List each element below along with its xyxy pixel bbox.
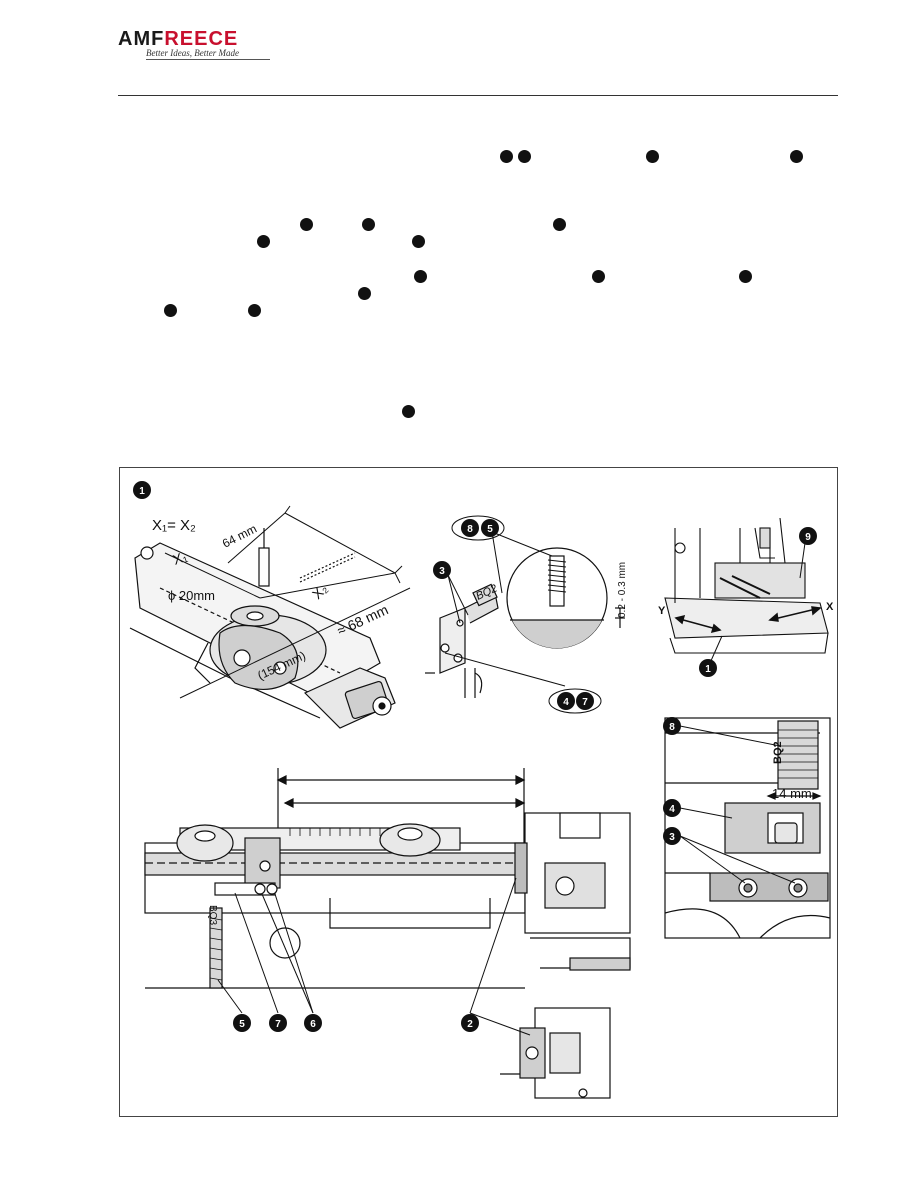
callout-4: 4 — [557, 692, 575, 710]
svg-text:7: 7 — [275, 1019, 281, 1030]
middle-right-closeup — [664, 717, 831, 939]
svg-text:6: 6 — [310, 1019, 316, 1030]
ref-dot — [518, 150, 531, 163]
ref-dot — [164, 304, 177, 317]
logo-amf: AMF — [118, 28, 165, 50]
label-phi20: ϕ 20mm — [168, 588, 215, 603]
top-left-dimensions — [164, 505, 411, 699]
ref-dot — [257, 235, 270, 248]
top-left-view — [129, 528, 396, 729]
callout-5b: 5 — [233, 1014, 251, 1032]
callout-8b: 8 — [663, 717, 681, 735]
label-axis-y: Y — [658, 605, 666, 617]
magnifier — [506, 547, 625, 649]
svg-text:8: 8 — [669, 722, 675, 733]
callout-1b: 1 — [699, 659, 717, 677]
callouts: 1 8 5 3 4 7 9 1 8 4 3 5 7 6 2 — [133, 481, 817, 1032]
label-x1-eq-x2: X₁= X₂ — [152, 517, 196, 534]
label-bq3: BQ3 — [207, 905, 218, 925]
top-right-overview — [664, 517, 829, 654]
callout-2: 2 — [461, 1014, 479, 1032]
header-rule — [118, 95, 838, 96]
technical-figure: X₁= X₂ X₁ X₂ 64 mm ϕ 20mm (154 mm) ≈ 68 … — [119, 467, 838, 1117]
axis-arrows — [674, 542, 822, 664]
callout-8: 8 — [461, 519, 479, 537]
leader-lines-mid — [444, 531, 566, 687]
leader-lines-bottom — [217, 877, 531, 1036]
svg-text:1: 1 — [139, 486, 145, 497]
callout-6: 6 — [304, 1014, 322, 1032]
ref-dot — [646, 150, 659, 163]
logo-underline — [146, 59, 270, 60]
callout-1: 1 — [133, 481, 151, 499]
svg-text:5: 5 — [239, 1019, 245, 1030]
callout-group-ellipse — [451, 515, 505, 541]
callout-4b: 4 — [663, 799, 681, 817]
svg-text:3: 3 — [439, 566, 445, 577]
svg-text:9: 9 — [805, 532, 811, 543]
svg-text:2: 2 — [467, 1019, 473, 1030]
ref-dot — [500, 150, 513, 163]
ref-dot — [362, 218, 375, 231]
ref-dot — [553, 218, 566, 231]
amf-reece-logo: AMFREECE Better Ideas, Better Made — [118, 28, 288, 60]
ref-dot — [300, 218, 313, 231]
label-bq2: BQ2 — [772, 741, 784, 764]
ref-dot — [592, 270, 605, 283]
callout-group-ellipse — [548, 688, 602, 714]
label-gap: 0.2 - 0.3 mm — [617, 562, 628, 618]
label-x1: X₁ — [171, 548, 190, 568]
logo-wordmark: AMFREECE — [118, 28, 238, 51]
label-axis-x: X — [826, 601, 834, 613]
callout-7b: 7 — [269, 1014, 287, 1032]
logo-reece: REECE — [164, 28, 239, 50]
label-x2: X₂ — [309, 580, 331, 602]
ref-dot — [790, 150, 803, 163]
svg-text:3: 3 — [669, 832, 675, 843]
callout-5: 5 — [481, 519, 499, 537]
svg-text:8: 8 — [467, 524, 473, 535]
callout-9: 9 — [799, 527, 817, 545]
callout-7: 7 — [576, 692, 594, 710]
ref-dot — [412, 235, 425, 248]
label-14mm: 14 mm — [772, 786, 812, 801]
svg-text:4: 4 — [563, 697, 569, 708]
ref-dot — [402, 405, 415, 418]
svg-text:5: 5 — [487, 524, 493, 535]
bottom-side-view — [144, 768, 631, 1099]
label-64mm: 64 mm — [220, 522, 259, 551]
svg-text:4: 4 — [669, 804, 675, 815]
callout-3: 3 — [433, 561, 451, 579]
label-68mm: ≈ 68 mm — [335, 601, 391, 638]
svg-text:1: 1 — [705, 664, 711, 675]
ref-dot — [739, 270, 752, 283]
ref-dot — [248, 304, 261, 317]
callout-3b: 3 — [663, 827, 681, 845]
ref-dot — [414, 270, 427, 283]
figure-svg: X₁= X₂ X₁ X₂ 64 mm ϕ 20mm (154 mm) ≈ 68 … — [129, 481, 834, 1099]
logo-tagline: Better Ideas, Better Made — [146, 48, 239, 58]
ref-dot — [358, 287, 371, 300]
leader-lines-right — [679, 725, 796, 884]
svg-text:7: 7 — [582, 697, 588, 708]
